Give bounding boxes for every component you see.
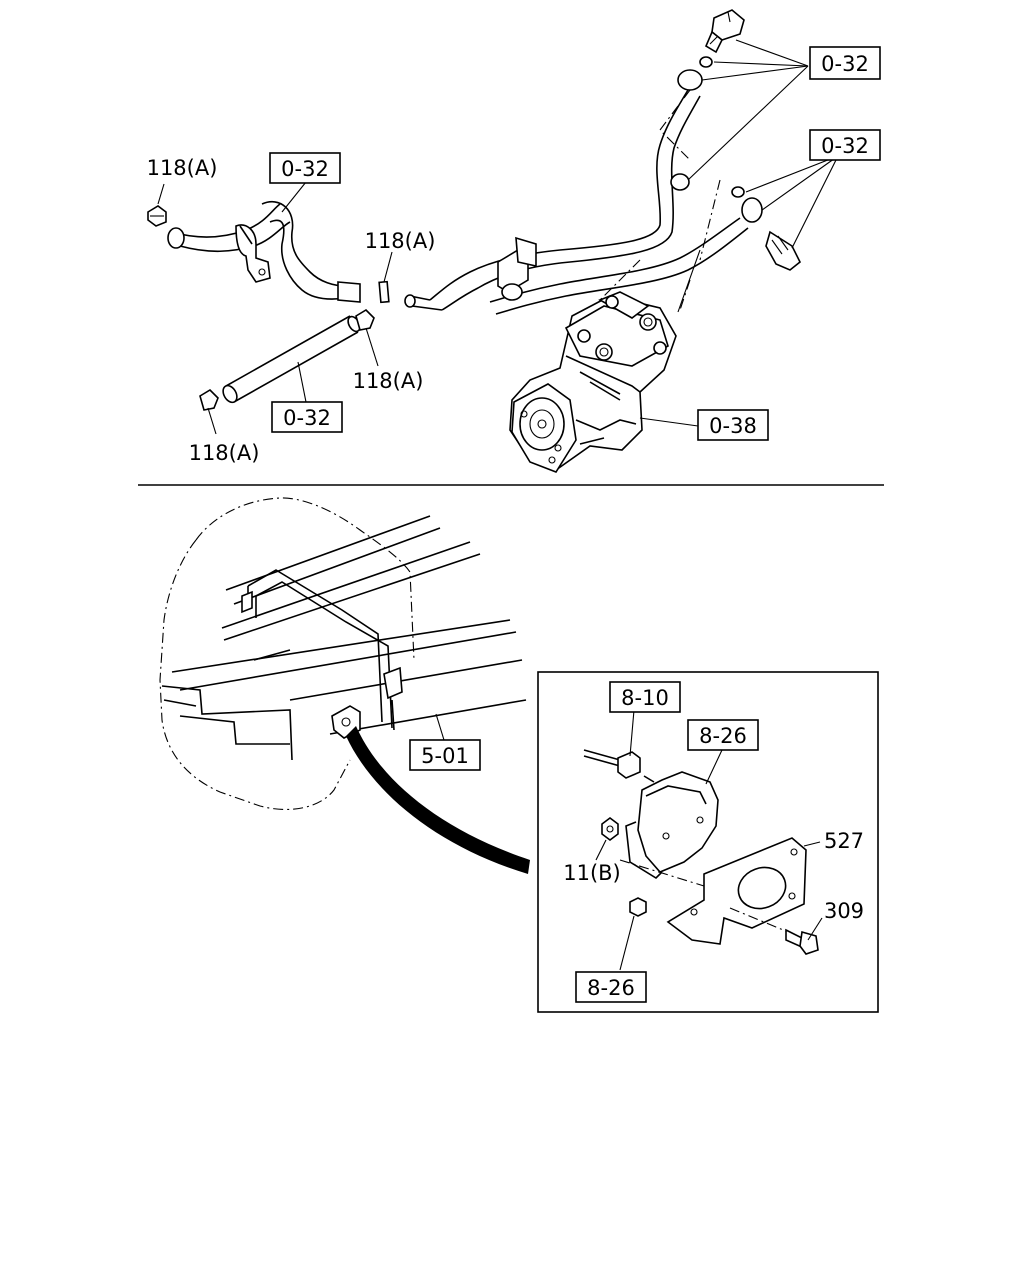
svg-text:0-32: 0-32 (281, 157, 329, 181)
callout-8-26-sensor: 8-26 (687, 719, 759, 751)
callout-0-38-compressor: 0-38 (697, 409, 769, 441)
svg-text:0-32: 0-32 (283, 406, 331, 430)
svg-text:5-01: 5-01 (421, 744, 469, 768)
svg-text:8-26: 8-26 (587, 976, 635, 1000)
bolt-right (765, 230, 802, 271)
callout-0-32-hose-upper: 0-32 (269, 152, 341, 184)
rubber-hose-upper (167, 201, 361, 303)
svg-text:8-10: 8-10 (621, 686, 669, 710)
callout-118a-bottom-left: 118(A) (189, 441, 260, 465)
callout-5-01-frame: 5-01 (409, 739, 481, 771)
callout-0-32-top-right-lower: 0-32 (809, 129, 881, 161)
callout-8-10-connector: 8-10 (609, 681, 681, 713)
callout-118a-middle-upper: 118(A) (365, 229, 436, 253)
callout-527-bracket: 527 (824, 829, 864, 853)
rubber-hose-lower (222, 315, 361, 404)
nut-lower (629, 897, 647, 917)
svg-text:0-32: 0-32 (821, 52, 869, 76)
callout-0-32-top-right-upper: 0-32 (809, 46, 881, 80)
svg-text:0-32: 0-32 (821, 134, 869, 158)
callout-118a-top-left: 118(A) (147, 156, 218, 180)
svg-text:8-26: 8-26 (699, 724, 747, 748)
washer-lower (670, 173, 690, 191)
callout-118a-middle-lower: 118(A) (353, 369, 424, 393)
clamp-small-middle (378, 280, 390, 304)
banjo-fitting-top (677, 69, 703, 91)
sensor-connector (617, 751, 641, 779)
callout-11b-nut: 11(B) (563, 861, 621, 885)
hose-clamp-middle (355, 308, 375, 331)
compressor-piping-assembly (147, 9, 839, 473)
hose-clamp-bottom-left (199, 388, 219, 411)
detail-arrow (346, 726, 530, 874)
washer-top (699, 56, 713, 68)
callout-8-26-nut: 8-26 (575, 971, 647, 1003)
banjo-fitting-right (741, 197, 763, 223)
air-compressor (509, 291, 677, 473)
cab-frame-view (159, 497, 527, 811)
nut-11b (601, 817, 619, 841)
sensor-unit (637, 771, 719, 873)
callout-309-bolt: 309 (824, 899, 864, 923)
washer-right (731, 186, 745, 198)
callout-0-32-hose-lower: 0-32 (271, 401, 343, 433)
mounting-bracket (666, 837, 807, 945)
svg-text:0-38: 0-38 (709, 414, 757, 438)
